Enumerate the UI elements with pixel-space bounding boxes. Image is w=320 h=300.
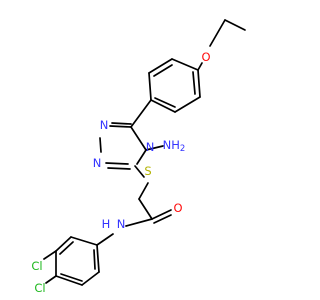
atom-label-n-triazole-3: N [100,118,109,132]
atom-labels: O N N N NH2 S O N H Cl Cl [31,50,210,295]
nh2-main-text: NH [163,138,180,152]
atom-label-cl-lower: Cl [34,281,45,295]
atom-label-h-amide: H [102,217,111,231]
atom-label-nh2: NH2 [163,138,186,154]
atom-label-cl-upper: Cl [31,259,42,273]
atom-label-o-ether: O [201,50,210,64]
nh2-subscript: 2 [180,144,185,154]
atom-label-n-amide: N [117,217,126,231]
atom-label-n-triazole-2: N [93,156,102,170]
atom-label-o-carbonyl: O [173,201,182,215]
atom-label-s-thioether: S [144,164,151,178]
atom-label-n-triazole-4: N [146,140,155,154]
bond-lines [43,19,246,286]
molecule-structure: O N N N NH2 S O N H Cl Cl [31,19,246,295]
